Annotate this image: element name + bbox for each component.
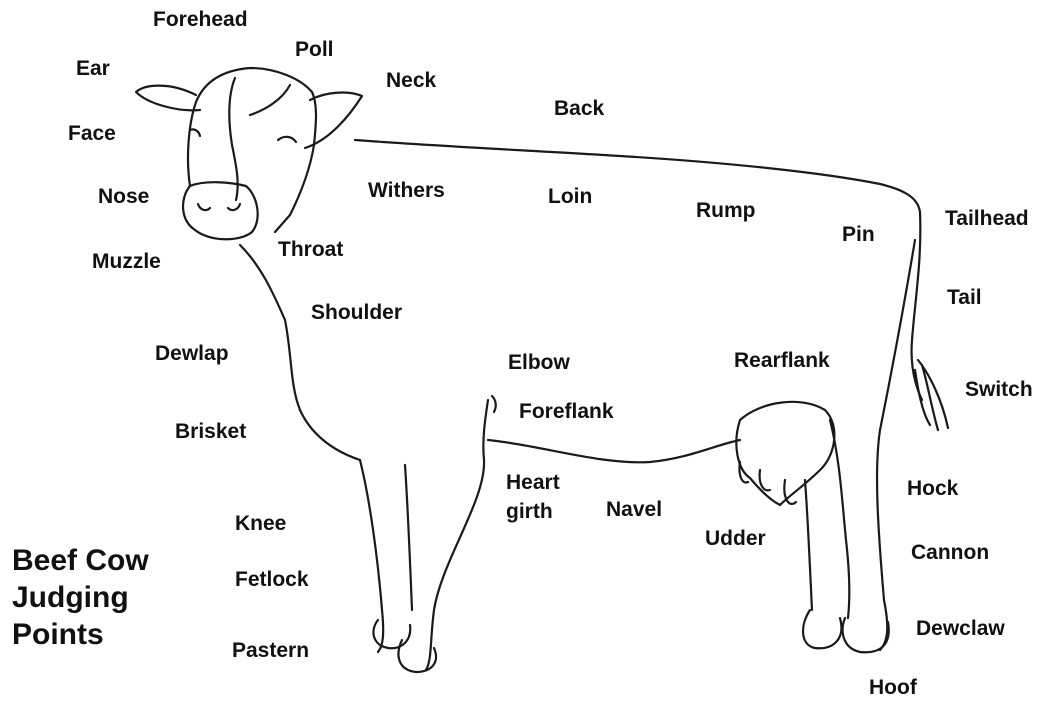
front-inner-leg [405,465,412,610]
elbow-mark [492,396,496,412]
rear-leg-back [877,240,915,650]
label-nose: Nose [98,186,149,207]
label-hoof: Hoof [869,677,917,698]
label-heart-girth-line2: girth [506,497,560,526]
head-outline [188,68,316,232]
label-udder: Udder [705,528,766,549]
label-loin: Loin [548,186,592,207]
front-leg-front [360,460,383,652]
tail [912,212,922,400]
title-line-1: Beef Cow [12,542,149,579]
label-knee: Knee [235,513,286,534]
label-throat: Throat [278,239,343,260]
label-heart-girth: Heart girth [506,468,560,526]
rear-hoof-front [803,610,841,648]
diagram-title: Beef Cow Judging Points [12,542,149,653]
label-pastern: Pastern [232,640,309,661]
label-cannon: Cannon [911,542,989,563]
label-foreflank: Foreflank [519,401,614,422]
label-tailhead: Tailhead [945,208,1029,229]
label-rump: Rump [696,200,756,221]
label-pin: Pin [842,224,875,245]
label-navel: Navel [606,499,662,520]
rear-hoof-back [843,618,889,652]
tail-switch [915,360,948,430]
belly-line [488,440,740,462]
label-poll: Poll [295,39,334,60]
label-hock: Hock [907,478,958,499]
title-line-3: Points [12,616,149,653]
forehead-marking [250,85,290,115]
label-fetlock: Fetlock [235,569,309,590]
label-withers: Withers [368,180,445,201]
label-switch: Switch [965,379,1033,400]
muzzle-outline [183,182,258,239]
label-muzzle: Muzzle [92,251,161,272]
rear-inner-leg [805,480,812,610]
label-dewlap: Dewlap [155,343,229,364]
label-forehead: Forehead [153,9,248,30]
face-blaze [229,78,237,200]
label-tail: Tail [947,287,982,308]
right-eye [278,137,296,142]
label-brisket: Brisket [175,421,246,442]
nostril-right [228,204,240,210]
front-hoof-front [373,620,410,648]
label-heart-girth-line1: Heart [506,468,560,497]
label-dewclaw: Dewclaw [916,618,1005,639]
left-eye [190,129,200,136]
label-face: Face [68,123,116,144]
nostril-left [198,204,210,210]
label-back: Back [554,98,604,119]
label-shoulder: Shoulder [311,302,402,323]
left-ear [136,86,200,111]
label-neck: Neck [386,70,436,91]
label-elbow: Elbow [508,352,570,373]
label-ear: Ear [76,58,110,79]
title-line-2: Judging [12,579,149,616]
front-leg-back [426,400,488,670]
label-rearflank: Rearflank [734,350,830,371]
dewlap-line [240,245,360,460]
